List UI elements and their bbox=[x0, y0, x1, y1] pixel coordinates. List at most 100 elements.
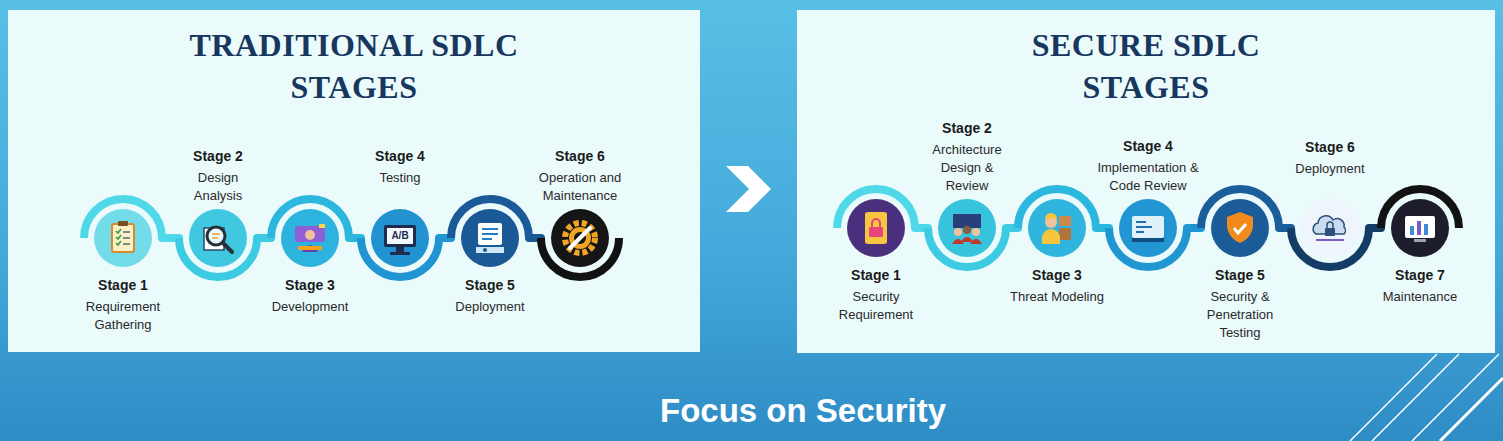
icon-part bbox=[1316, 239, 1344, 241]
icon-part bbox=[118, 221, 128, 226]
stage-number: Stage 5 bbox=[1198, 266, 1283, 285]
icon-disc bbox=[189, 209, 247, 267]
icon-part bbox=[565, 223, 595, 253]
stage-node: Stage 3Threat Modeling bbox=[992, 199, 1122, 306]
stage-name: Maintenance bbox=[1370, 288, 1470, 306]
stage-icon bbox=[445, 193, 535, 283]
stage-label: Stage 4 Implementation & Code Review bbox=[1086, 137, 1211, 195]
stage-icon bbox=[1103, 183, 1193, 273]
icon-part bbox=[1132, 216, 1164, 238]
icon-disc bbox=[371, 209, 429, 267]
stage-number: Stage 3 bbox=[992, 266, 1122, 285]
stage-label: Stage 1Security Requirement bbox=[829, 266, 924, 324]
icon-part bbox=[1414, 239, 1426, 242]
icon-part bbox=[1227, 212, 1253, 243]
stage-name: Design Analysis bbox=[181, 169, 256, 205]
stage-label: Stage 6Operation and Maintenance bbox=[525, 147, 635, 205]
stage-icon bbox=[1012, 183, 1102, 273]
stage-circle bbox=[1211, 199, 1269, 257]
corner-lines bbox=[1350, 354, 1503, 441]
stage-node: Stage 4 Implementation & Code Review bbox=[1086, 137, 1211, 257]
stage-node: Stage 1Security Requirement bbox=[829, 199, 924, 324]
stage-name: Deployment bbox=[1280, 160, 1380, 178]
icon-disc bbox=[1119, 199, 1177, 257]
stage-name: Implementation & Code Review bbox=[1086, 159, 1211, 195]
stage-node: Stage 6Deployment bbox=[1280, 138, 1380, 257]
icon-part bbox=[570, 228, 590, 248]
icon-part bbox=[478, 223, 502, 245]
stage-number: Stage 4 bbox=[1086, 137, 1211, 156]
stage-label: Stage 5Deployment bbox=[440, 276, 540, 316]
stage-node: Stage 4 TestingA/B bbox=[350, 147, 450, 267]
stage-name: Testing bbox=[350, 169, 450, 187]
icon-part bbox=[482, 229, 498, 239]
stage-icon bbox=[173, 193, 263, 283]
stage-node: Stage 6Operation and Maintenance bbox=[525, 147, 635, 267]
stage-icon bbox=[78, 193, 168, 283]
panel-title: SECURE SDLC STAGES bbox=[1000, 24, 1292, 108]
stage-node: Stage 7 Maintenance bbox=[1370, 199, 1470, 306]
stage-label: Stage 4 Testing bbox=[350, 147, 450, 187]
slide-caption: Focus on Security bbox=[553, 391, 1053, 431]
stage-icon bbox=[1195, 183, 1285, 273]
panel-title: TRADITIONAL SDLC STAGES bbox=[168, 24, 540, 108]
icon-part bbox=[1045, 213, 1057, 219]
icon-disc bbox=[1028, 199, 1086, 257]
stage-number: Stage 4 bbox=[350, 147, 450, 166]
corner-line bbox=[1412, 354, 1499, 441]
stage-circle: A/B bbox=[371, 209, 429, 267]
stage-number: Stage 5 bbox=[440, 276, 540, 295]
icon-part bbox=[390, 252, 410, 255]
icon-part bbox=[1132, 238, 1164, 242]
icon-part bbox=[963, 226, 971, 234]
stage-name: Security & Penetration Testing bbox=[1198, 288, 1283, 342]
icon-part bbox=[116, 229, 121, 245]
stage-icon bbox=[265, 193, 355, 283]
icon-part bbox=[223, 243, 232, 252]
stage-circle bbox=[281, 209, 339, 267]
icon-part bbox=[1405, 216, 1435, 238]
icon-part bbox=[953, 214, 981, 228]
icon-disc bbox=[94, 209, 152, 267]
icon-part bbox=[112, 224, 134, 252]
stage-circle bbox=[461, 209, 519, 267]
corner-line bbox=[1372, 354, 1459, 441]
stage-icon bbox=[1375, 183, 1465, 273]
stage-panel: SECURE SDLC STAGES Stage 1Security Requir… bbox=[797, 10, 1495, 353]
stage-node: Stage 3Development bbox=[260, 209, 360, 316]
icon-part bbox=[1327, 222, 1333, 228]
stage-number: Stage 7 bbox=[1370, 266, 1470, 285]
stage-label: Stage 5 Security & Penetration Testing bbox=[1198, 266, 1283, 342]
icon-part bbox=[1424, 224, 1428, 235]
stage-name: Requirement Gathering bbox=[73, 298, 173, 334]
stage-label: Stage 3Development bbox=[260, 276, 360, 316]
icon-part bbox=[476, 247, 504, 253]
stage-label: Stage 3Threat Modeling bbox=[992, 266, 1122, 306]
stage-node: Stage 2Architecture Design & Review bbox=[925, 119, 1010, 257]
icon-part bbox=[1325, 228, 1335, 236]
stage-label: Stage 6Deployment bbox=[1280, 138, 1380, 178]
stage-number: Stage 2 bbox=[925, 119, 1010, 138]
corner-line bbox=[1440, 378, 1503, 441]
stage-node: Stage 5Deployment bbox=[440, 209, 540, 316]
stage-label: Stage 2 Design Analysis bbox=[181, 147, 256, 205]
stage-panel: TRADITIONAL SDLC STAGES Stage 1 Requiremen… bbox=[8, 10, 700, 352]
stage-number: Stage 1 bbox=[73, 276, 173, 295]
stage-node: Stage 2 Design Analysis bbox=[181, 147, 256, 267]
icon-part bbox=[954, 228, 962, 236]
icon-disc bbox=[938, 199, 996, 257]
stage-name: Security Requirement bbox=[829, 288, 924, 324]
icon-part bbox=[319, 224, 325, 228]
icon-part bbox=[305, 230, 315, 240]
stage-node: Stage 5 Security & Penetration Testing bbox=[1198, 199, 1283, 342]
icon-part bbox=[569, 227, 591, 249]
stage-number: Stage 2 bbox=[181, 147, 256, 166]
stage-circle bbox=[1119, 199, 1177, 257]
icon-disc bbox=[551, 209, 609, 267]
icon-part bbox=[952, 237, 982, 244]
stage-icon bbox=[1285, 183, 1375, 273]
icon-part bbox=[1042, 229, 1060, 244]
icon-part bbox=[972, 228, 980, 236]
icon-text: A/B bbox=[371, 230, 429, 242]
